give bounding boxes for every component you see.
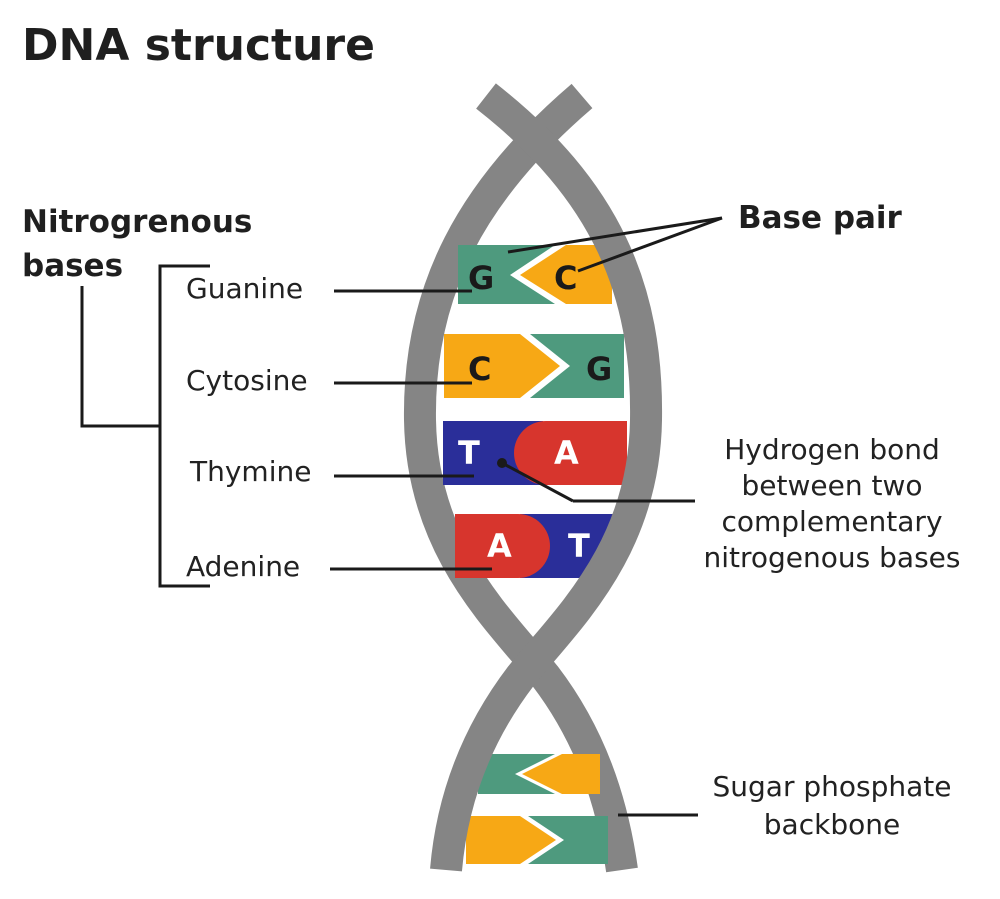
cytosine-block	[466, 816, 556, 864]
hydrogen-bond-leader	[501, 461, 574, 503]
rung2-left-letter: C	[468, 350, 491, 388]
bases-bracket	[158, 264, 210, 588]
cytosine-block	[522, 754, 600, 794]
base-pair-cytosine-guanine: C G	[444, 334, 624, 398]
guanine-block	[458, 245, 555, 304]
base-pair-guanine-cytosine: G C	[458, 245, 612, 304]
nitrogenous-bases-heading-line1: Nitrogrenous	[22, 204, 252, 240]
page-title: DNA structure	[22, 20, 375, 71]
rung2-right-letter: G	[586, 350, 612, 388]
backbone-strand-front	[430, 83, 663, 872]
backbone-strand-back	[403, 83, 638, 873]
rung3-right-letter: A	[554, 434, 579, 472]
cytosine-block	[444, 334, 560, 398]
backbone-label-line2: backbone	[764, 808, 900, 841]
rung4-right-letter: T	[568, 527, 590, 565]
base-pair-lower-2	[466, 816, 608, 864]
cytosine-label: Cytosine	[186, 364, 308, 397]
base-pair-pointer-left	[507, 216, 723, 254]
guanine-label: Guanine	[186, 272, 303, 305]
hydrogen-bond-label-line3: complementary	[721, 505, 942, 538]
hydrogen-bond-label-line1: Hydrogen bond	[724, 433, 940, 466]
adenine-block	[455, 514, 550, 578]
rung4-left-letter: A	[487, 527, 512, 565]
cytosine-block	[520, 245, 612, 304]
guanine-block	[528, 816, 608, 864]
adenine-label: Adenine	[186, 550, 300, 583]
heading-bracket	[80, 286, 160, 428]
thymine-label: Thymine	[189, 455, 311, 488]
hydrogen-bond-label-line4: nitrogenous bases	[704, 541, 961, 574]
rung1-right-letter: C	[554, 259, 577, 297]
base-pair-adenine-thymine: A T	[455, 514, 616, 578]
guanine-block	[478, 754, 555, 794]
guanine-block	[530, 334, 624, 398]
base-pair-label: Base pair	[738, 200, 903, 236]
rung1-left-letter: G	[468, 259, 494, 297]
nitrogenous-bases-heading-line2: bases	[22, 248, 123, 284]
hydrogen-bond-label-line2: between two	[742, 469, 923, 502]
base-pair-lower-1	[478, 754, 600, 794]
rung3-left-letter: T	[458, 434, 480, 472]
adenine-block	[514, 421, 627, 485]
backbone-label-line1: Sugar phosphate	[713, 770, 952, 803]
base-pair-pointer-right	[577, 216, 723, 273]
